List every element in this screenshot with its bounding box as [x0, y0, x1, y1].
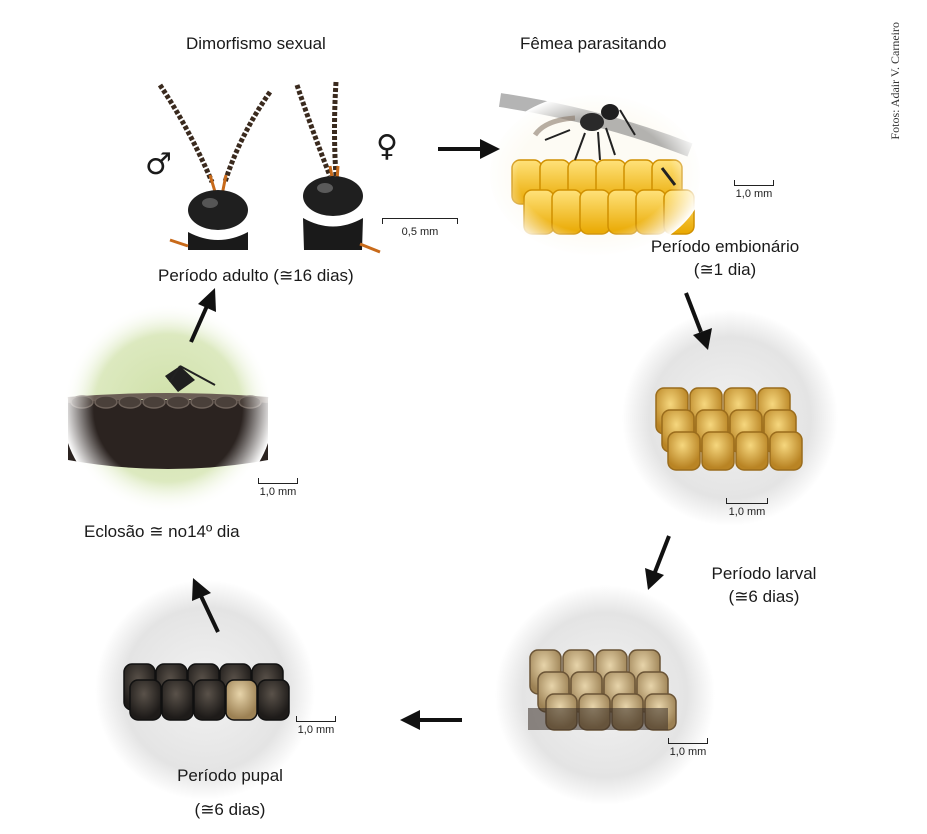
scale-bar-pupal-photo: 1,0 mm — [296, 716, 336, 737]
embryonic-period-photo — [622, 310, 838, 526]
egg — [701, 431, 735, 471]
scale-bar-embryo-photo: 1,0 mm — [726, 498, 768, 519]
arrow-down-icon — [684, 292, 712, 350]
egg — [129, 679, 162, 721]
adult-period-label: Período adulto (≅16 dias) — [158, 266, 354, 285]
egg-shadow — [528, 708, 668, 730]
larval-period-label: Período larval — [711, 564, 817, 583]
egg — [161, 679, 194, 721]
egg — [735, 431, 769, 471]
arrow-left-icon — [400, 710, 462, 730]
arrow-right-icon — [438, 139, 500, 159]
pupal-period-photo — [95, 580, 315, 800]
larval-period-photo — [495, 585, 715, 805]
eclosion-label: Eclosão ≅ no14º dia — [84, 522, 240, 541]
egg — [769, 431, 803, 471]
female-parasitizing-photo — [485, 93, 705, 257]
photo-credit: Fotos: Adair V. Carneiro — [888, 22, 902, 140]
larval-period-duration: (≅6 dias) — [728, 587, 800, 606]
scale-bar-adult: 0,5 mm — [382, 218, 458, 239]
arrow-down-icon — [645, 535, 671, 590]
scale-bar-larval-photo: 1,0 mm — [668, 738, 708, 759]
female-symbol-icon: ♀ — [376, 129, 398, 164]
female-wasp-photo — [294, 81, 381, 254]
scale-bar-eclosion-photo: 1,0 mm — [258, 478, 298, 499]
egg — [257, 679, 290, 721]
arrow-up-icon — [192, 578, 220, 633]
pupal-period-duration: (≅6 dias) — [194, 800, 266, 819]
female-parasitizing-title: Fêmea parasitando — [520, 34, 667, 53]
arrow-up-icon — [189, 288, 216, 343]
eclosion-photo — [62, 302, 274, 514]
egg — [225, 679, 258, 721]
embryonic-period-label: Período embionário — [650, 237, 800, 256]
pupal-period-label: Período pupal — [177, 766, 283, 785]
dimorphism-title: Dimorfismo sexual — [186, 34, 326, 53]
scale-bar-female-photo: 1,0 mm — [734, 180, 774, 201]
embryonic-period-duration: (≅1 dia) — [693, 260, 757, 279]
egg — [193, 679, 226, 721]
male-wasp-photo — [157, 83, 273, 250]
egg — [667, 431, 701, 471]
male-symbol-icon: ♂ — [145, 147, 172, 182]
